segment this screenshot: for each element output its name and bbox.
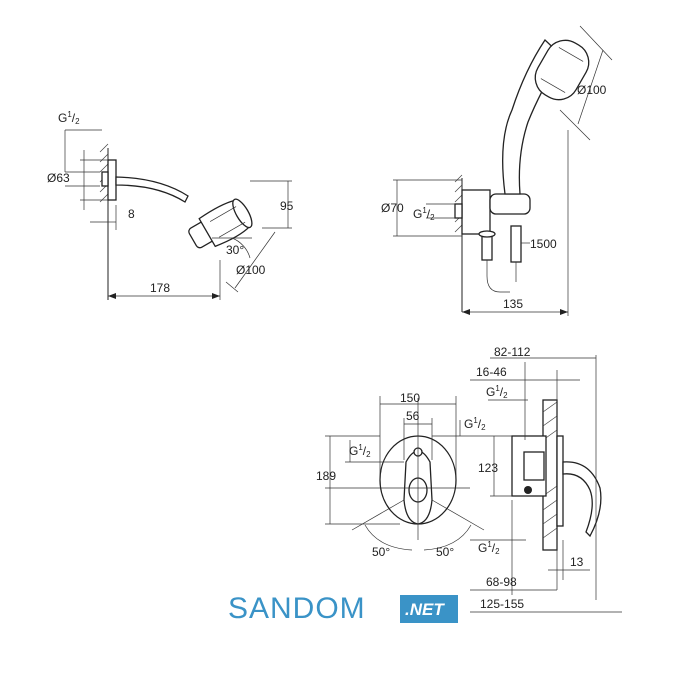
headshower-angle: 30° (226, 243, 244, 257)
mixer-side-view: 82-112 16-46 G1/2 123 G1/2 13 68-98 125-… (470, 345, 622, 613)
handshower-depth: 135 (503, 297, 523, 311)
mixer-center-distance: 56 (406, 409, 420, 423)
mixer-plate-height: 189 (316, 469, 336, 483)
headshower-head-diameter: Ø100 (236, 263, 266, 277)
handshower-hose-length: 1500 (530, 237, 557, 251)
handshower-outlet-diameter: Ø70 (381, 201, 404, 215)
mixer-front-view: 150 56 G1/2 G1/2 189 50° 50° (316, 391, 490, 559)
hand-shower-view: Ø100 Ø70 G1/2 1500 135 (381, 25, 613, 316)
headshower-length: 178 (150, 281, 170, 295)
mixer-plate-width: 150 (400, 391, 420, 405)
mixer-angle-right: 50° (436, 545, 454, 559)
side-range-top: 82-112 (494, 345, 531, 359)
mixer-thread-right: G1/2 (464, 416, 486, 432)
headshower-height: 95 (280, 199, 294, 213)
side-range-a: 68-98 (486, 575, 517, 589)
watermark-brand: SANDOM (228, 592, 366, 625)
headshower-thread-label: G1/2 (58, 110, 80, 126)
side-range-mid: 16-46 (476, 365, 507, 379)
side-range-b: 125-155 (480, 597, 524, 611)
side-height: 123 (478, 461, 498, 475)
handshower-head-diameter: Ø100 (577, 83, 607, 97)
watermark-tld: .NET (405, 600, 445, 619)
side-offset: 13 (570, 555, 584, 569)
headshower-wall-gap: 8 (128, 207, 135, 221)
side-thread-top: G1/2 (486, 384, 508, 400)
head-shower-view: G1/2 Ø63 8 95 30° Ø100 178 (47, 110, 294, 300)
watermark-logo: SANDOM .NET (228, 592, 458, 625)
headshower-arm-diameter: Ø63 (47, 171, 70, 185)
side-thread-bottom: G1/2 (478, 540, 500, 556)
watermark-tld-badge (400, 595, 458, 623)
handshower-thread-label: G1/2 (413, 206, 435, 222)
mixer-thread-left: G1/2 (349, 443, 371, 459)
mixer-angle-left: 50° (372, 545, 390, 559)
